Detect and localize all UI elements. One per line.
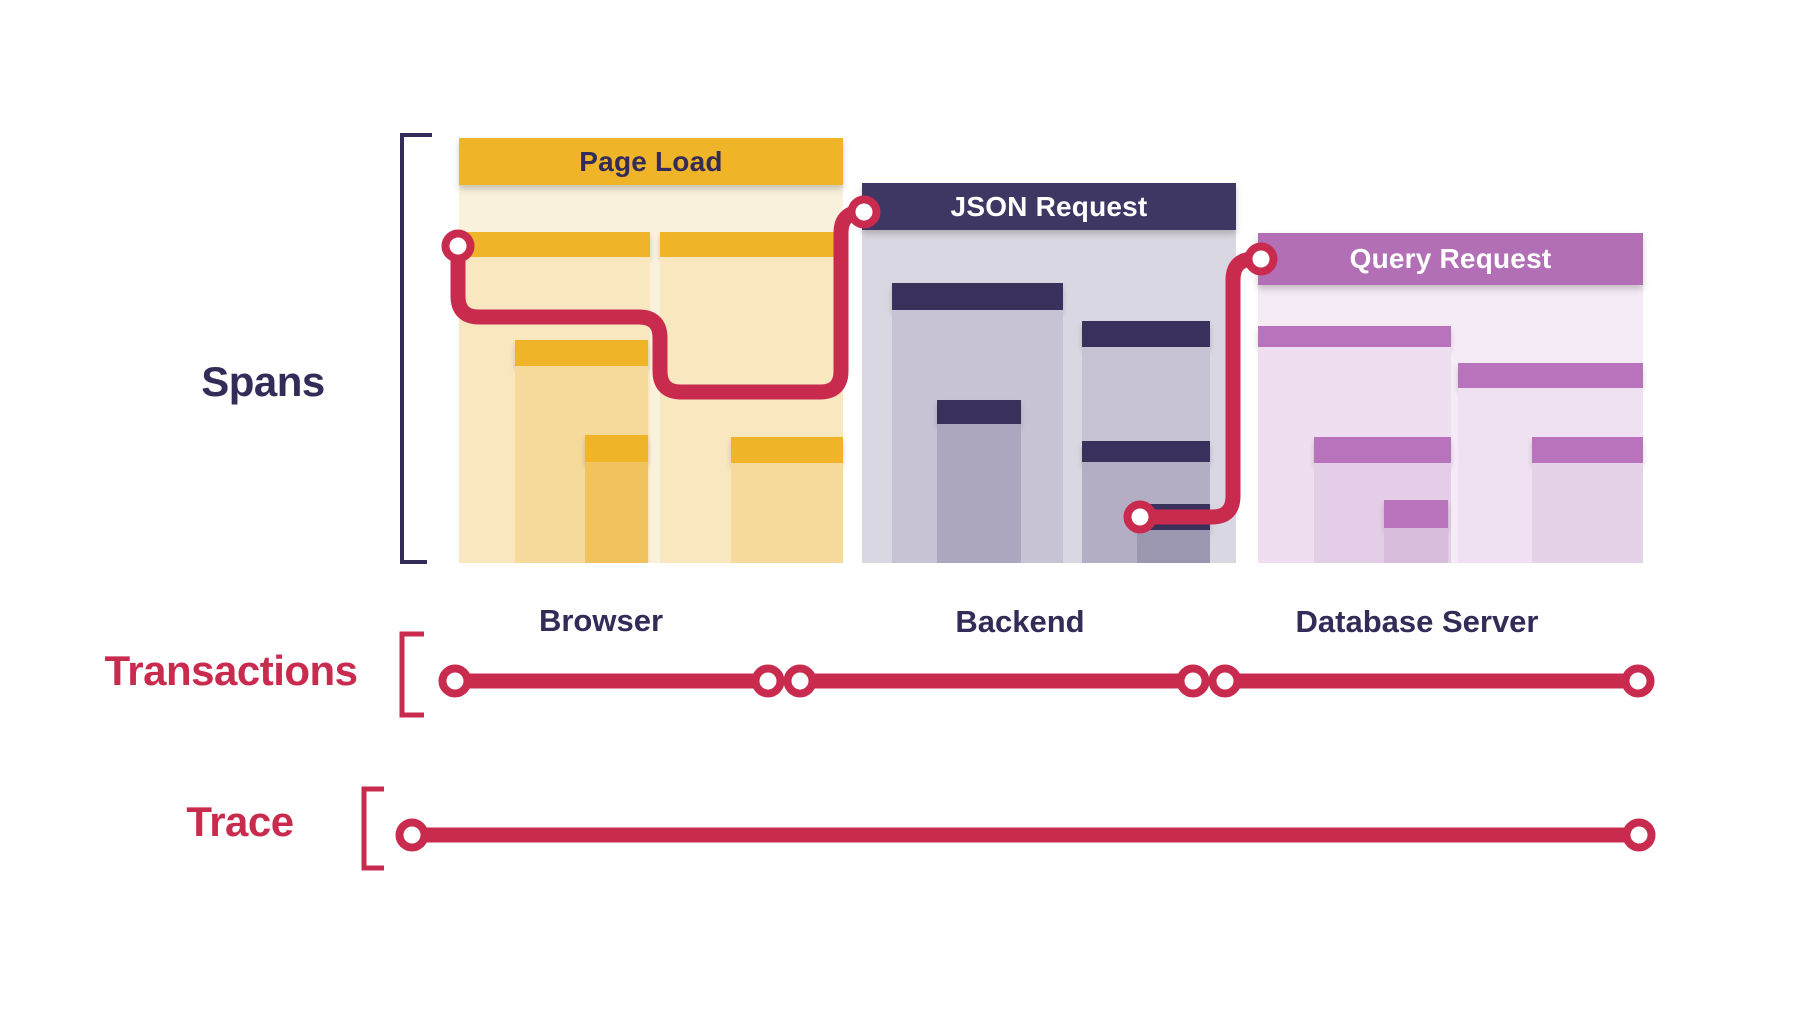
endpoint-dot [783,664,817,698]
caption-browser: Browser [538,603,664,638]
span-bar [892,283,1063,310]
span-body [731,463,843,563]
span-bar [1258,326,1451,347]
query-request-header: Query Request [1258,233,1643,285]
spans-label: Spans [201,358,325,405]
span-body [1137,530,1210,563]
span-bar [731,437,843,463]
span-body [585,462,648,563]
transactions-label: Transactions [104,647,358,694]
span-bar [1532,437,1643,463]
span-body [1384,528,1448,563]
span-bar [1082,321,1210,347]
page-load-title: Page Load [579,145,723,177]
span-bar [1384,500,1448,528]
spans-bracket [400,133,432,564]
caption-backend: Backend [955,604,1085,639]
endpoint-dot [395,818,429,852]
span-bar [937,400,1021,424]
endpoint-dot [1621,664,1655,698]
json-request-header: JSON Request [862,183,1236,230]
query-request-title: Query Request [1349,243,1552,274]
trace-label: Trace [186,798,294,845]
page-load-header: Page Load [459,138,843,185]
span-bar [459,232,650,257]
endpoint-dot [438,664,472,698]
span-bar [585,435,648,462]
span-bar [1314,437,1451,463]
transactions-bracket [399,631,424,718]
caption-database-server: Database Server [1295,604,1539,639]
endpoint-dot [1176,664,1210,698]
endpoint-dot [1208,664,1242,698]
json-request-title: JSON Request [950,190,1148,222]
endpoint-dot [751,664,785,698]
span-body [1532,463,1643,563]
span-body [937,424,1021,563]
span-bar [660,232,843,257]
span-bar [1458,363,1643,388]
span-bar [1082,441,1210,462]
endpoint-dot [1622,818,1656,852]
span-bar [515,340,648,366]
span-bar [1137,504,1210,530]
trace-bracket [361,786,384,871]
